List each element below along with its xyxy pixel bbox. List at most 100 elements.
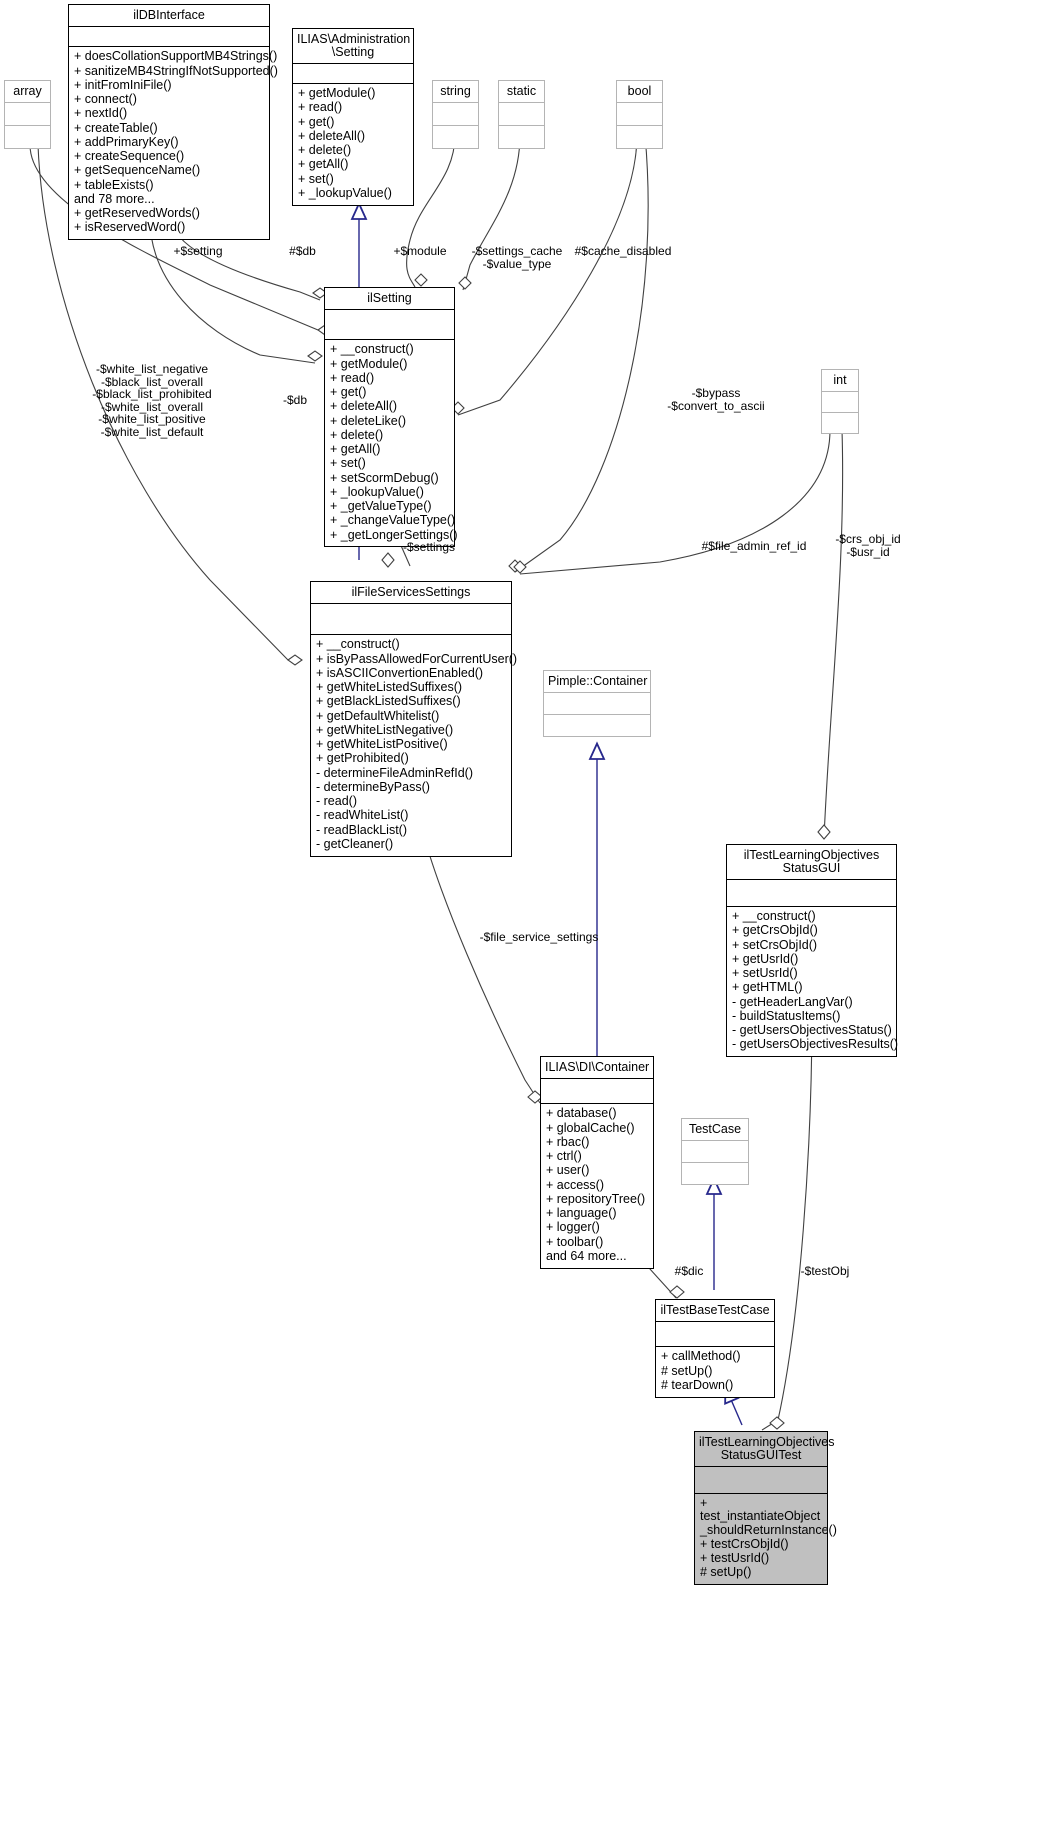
class-attributes bbox=[656, 1322, 774, 1346]
divider bbox=[5, 101, 50, 103]
class-member: + repositoryTree() bbox=[546, 1191, 646, 1206]
class-member: + database() bbox=[546, 1106, 617, 1121]
class-member: + setCrsObjId() bbox=[732, 937, 818, 952]
class-member: + getHTML() bbox=[732, 980, 803, 995]
class-member: - getUsersObjectivesStatus() bbox=[732, 1023, 892, 1037]
class-operations: + callMethod()# setUp()# tearDown() bbox=[656, 1347, 774, 1397]
edge-label-module: +$module bbox=[393, 244, 447, 258]
divider bbox=[499, 101, 544, 103]
class-member: - determineFileAdminRefId() bbox=[316, 765, 473, 780]
edge-label-bypass: -$bypass -$convert_to_ascii bbox=[667, 386, 765, 413]
class-attributes bbox=[682, 1141, 748, 1162]
divider bbox=[617, 101, 662, 103]
edge-label-file-admin-ref-id: #$file_admin_ref_id bbox=[701, 539, 807, 553]
class-title: bool bbox=[627, 84, 652, 98]
class-title: ilSetting bbox=[367, 291, 412, 305]
class-member: + doesCollationSupportMB4Strings() bbox=[74, 49, 278, 64]
class-node-int[interactable]: int bbox=[821, 369, 859, 434]
class-node-ilias-administration-setting[interactable]: ILIAS\Administration \Setting + getModul… bbox=[292, 28, 414, 206]
class-title: int bbox=[833, 373, 847, 387]
class-title: ilTestLearningObjectives StatusGUITest bbox=[699, 1435, 835, 1462]
class-member: + get() bbox=[298, 114, 335, 129]
class-member: + read() bbox=[330, 370, 375, 385]
class-member: + get() bbox=[330, 385, 367, 399]
class-member: + __construct() bbox=[316, 637, 400, 652]
class-node-iltestlearningobjectivesstatusgui[interactable]: ilTestLearningObjectives StatusGUI + __c… bbox=[726, 844, 898, 1057]
divider bbox=[499, 124, 544, 126]
class-member: + _changeValueType() bbox=[330, 513, 456, 528]
class-node-array[interactable]: array bbox=[4, 80, 51, 149]
class-title: ilDBInterface bbox=[133, 8, 205, 22]
class-attributes bbox=[499, 103, 544, 125]
class-member: + user() bbox=[546, 1163, 590, 1178]
edge-label-cache-disabled: #$cache_disabled bbox=[574, 244, 672, 258]
class-title: ilTestBaseTestCase bbox=[660, 1303, 770, 1317]
class-operations: + database()+ globalCache()+ rbac()+ ctr… bbox=[541, 1104, 653, 1268]
divider bbox=[822, 411, 858, 413]
class-member: + rbac() bbox=[546, 1134, 590, 1149]
class-member: + _lookupValue() bbox=[298, 185, 392, 200]
class-node-ilfileservicessettings[interactable]: ilFileServicesSettings + __construct()+ … bbox=[310, 581, 518, 857]
divider bbox=[5, 124, 50, 126]
class-member: + getProhibited() bbox=[316, 751, 409, 766]
divider bbox=[433, 124, 478, 126]
class-member: + ctrl() bbox=[546, 1149, 582, 1163]
divider bbox=[311, 633, 511, 635]
class-member: - readWhiteList() bbox=[316, 808, 409, 823]
class-attributes bbox=[541, 1079, 653, 1103]
class-member: + getModule() bbox=[330, 356, 408, 371]
class-member: + language() bbox=[546, 1206, 617, 1220]
divider bbox=[822, 390, 858, 392]
class-node-ilias-di-container[interactable]: ILIAS\DI\Container + database()+ globalC… bbox=[540, 1056, 654, 1269]
class-title: ilFileServicesSettings bbox=[351, 585, 471, 599]
class-member: + getSequenceName() bbox=[74, 163, 201, 178]
class-title: Pimple::Container bbox=[548, 674, 648, 688]
class-node-static[interactable]: static bbox=[498, 80, 545, 149]
divider bbox=[617, 124, 662, 126]
class-member: # setUp() bbox=[661, 1363, 713, 1378]
class-operations: + getModule()+ read()+ get()+ deleteAll(… bbox=[293, 84, 413, 205]
class-member: + getBlackListedSuffixes() bbox=[316, 694, 461, 709]
class-member: + getWhiteListedSuffixes() bbox=[316, 680, 463, 694]
class-member: + addPrimaryKey() bbox=[74, 134, 179, 149]
edge-label-settings: -$settings bbox=[402, 540, 456, 554]
class-member: + getWhiteListNegative() bbox=[316, 722, 454, 737]
class-member: + isASCIIConvertionEnabled() bbox=[316, 665, 484, 680]
class-member: + connect() bbox=[74, 92, 137, 106]
class-member: + createTable() bbox=[74, 120, 158, 135]
class-node-testcase[interactable]: TestCase bbox=[681, 1118, 749, 1185]
class-node-pimple-container[interactable]: Pimple::Container bbox=[543, 670, 651, 737]
class-member: + getAll() bbox=[298, 157, 349, 172]
class-operations bbox=[822, 413, 858, 433]
class-node-bool[interactable]: bool bbox=[616, 80, 663, 149]
class-member: + testCrsObjId() bbox=[700, 1536, 789, 1551]
class-node-iltestbasetestcase[interactable]: ilTestBaseTestCase + callMethod()# setUp… bbox=[655, 1299, 775, 1398]
class-member: + getDefaultWhitelist() bbox=[316, 708, 440, 723]
divider bbox=[541, 1077, 653, 1079]
class-node-ildbinterface[interactable]: ilDBInterface + doesCollationSupportMB4S… bbox=[68, 4, 278, 240]
class-node-iltestlearningobjectivesstatusguitest[interactable]: ilTestLearningObjectives StatusGUITest +… bbox=[694, 1431, 837, 1585]
divider bbox=[544, 713, 650, 715]
class-member: + setScormDebug() bbox=[330, 470, 439, 485]
class-operations bbox=[433, 126, 478, 148]
class-member: + read() bbox=[298, 100, 343, 115]
class-member: - getHeaderLangVar() bbox=[732, 994, 853, 1009]
class-attributes bbox=[293, 64, 413, 83]
class-node-string[interactable]: string bbox=[432, 80, 479, 149]
divider bbox=[325, 308, 454, 310]
class-attributes bbox=[325, 310, 454, 339]
class-member: + __construct() bbox=[330, 342, 414, 357]
divider bbox=[325, 338, 454, 340]
divider bbox=[293, 62, 413, 64]
class-node-ilsetting[interactable]: ilSetting + __construct()+ getModule()+ … bbox=[324, 287, 458, 548]
class-member: + isByPassAllowedForCurrentUser() bbox=[316, 651, 518, 666]
class-attributes bbox=[433, 103, 478, 125]
edge-label-white-lists: -$white_list_negative -$black_list_overa… bbox=[92, 362, 212, 439]
class-member: and 64 more... bbox=[546, 1248, 627, 1263]
class-member: + testUsrId() bbox=[700, 1551, 770, 1565]
class-member: - readBlackList() bbox=[316, 822, 407, 837]
class-member: + set() bbox=[298, 171, 334, 186]
class-operations bbox=[544, 715, 650, 736]
class-member: - determineByPass() bbox=[316, 779, 430, 794]
